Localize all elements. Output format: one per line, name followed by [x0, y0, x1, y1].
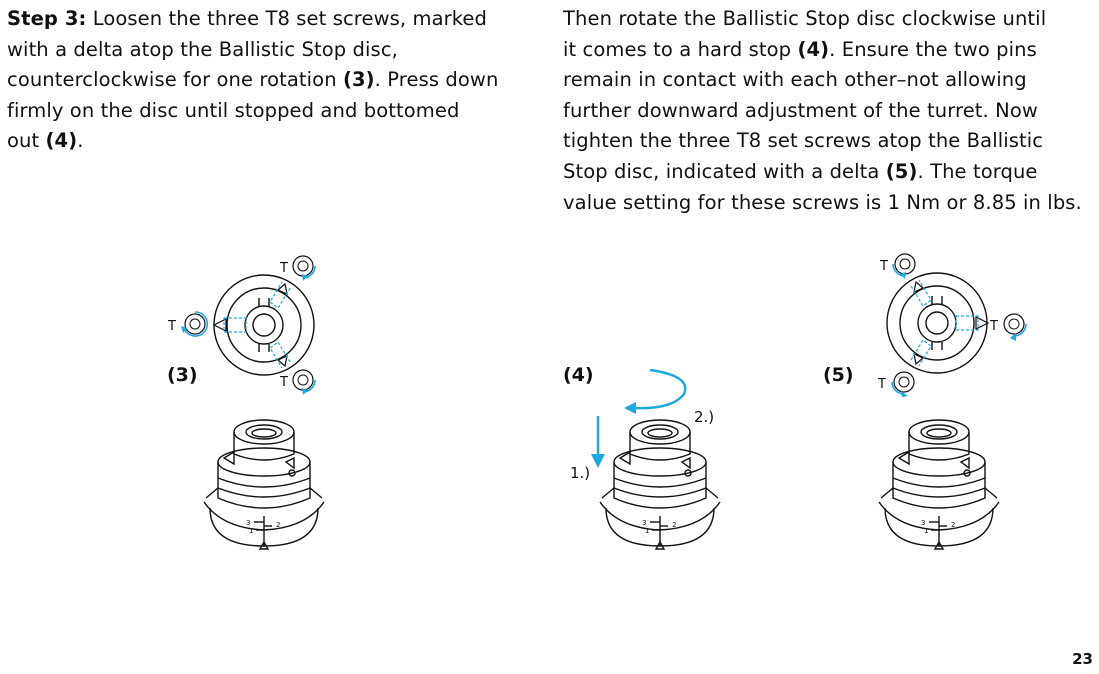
step-3-text-right: Then rotate the Ballistic Stop disc cloc… [563, 4, 1099, 218]
delta-bottom [276, 354, 288, 368]
text-span: out [7, 129, 46, 153]
scale-mark: 2 [672, 521, 676, 529]
disc-outer-ring [213, 274, 315, 376]
scale-mark: 3 [921, 519, 925, 527]
scale-mark: 1 [645, 527, 649, 535]
text-line: value setting for these screws is 1 Nm o… [563, 190, 1082, 214]
delta-bottom [913, 352, 925, 366]
delta-right [975, 316, 990, 330]
text-span: Stop disc, indicated with a delta [563, 159, 886, 183]
scale-mark: 2 [276, 521, 280, 529]
disc-outer-ring [886, 272, 988, 374]
figure-4-label: (4) [563, 364, 594, 386]
figure-4-arrows: 2.) 1.) [570, 368, 714, 482]
step-2-label: 2.) [694, 408, 714, 426]
torx-screw-top: T [879, 253, 916, 279]
rotate-arrow [631, 368, 687, 410]
text-line: remain in contact with each other–not al… [563, 68, 1027, 92]
delta-top [276, 282, 288, 296]
torx-letter: T [279, 375, 288, 390]
turret-side-view-left: 3 2 1 [203, 419, 325, 550]
turret-ring [244, 305, 284, 345]
figure-5-label: (5) [823, 364, 854, 386]
text-span: . Press down [374, 68, 499, 92]
ref-4: (4) [45, 129, 78, 153]
disc-inner-ring [226, 287, 302, 363]
torx-letter: T [279, 261, 288, 276]
text-line: with a delta atop the Ballistic Stop dis… [7, 37, 398, 61]
text-line: Then rotate the Ballistic Stop disc cloc… [563, 7, 1047, 30]
ref-5: (5) [885, 159, 918, 183]
scale-mark: 2 [951, 521, 955, 529]
ref-4: (4) [797, 37, 830, 61]
turret-side-view-middle: 3 2 1 [599, 419, 721, 550]
text-line: firmly on the disc until stopped and bot… [7, 98, 460, 122]
text-line: further downward adjustment of the turre… [563, 98, 1038, 122]
torx-letter: T [879, 259, 888, 274]
scale-mark: 1 [249, 527, 253, 535]
text-span: . The torque [917, 159, 1038, 183]
torx-screw-top: T [279, 255, 316, 281]
figure-3-top-view: T T T [167, 255, 316, 395]
torx-screw-left: T [167, 311, 209, 337]
step-label: Step 3: [7, 7, 87, 30]
figure-3-label: (3) [167, 364, 198, 386]
delta-top [913, 280, 925, 294]
text-span: counterclockwise for one rotation [7, 68, 343, 92]
text-span: . Ensure the two pins [829, 37, 1037, 61]
turret-ring [917, 303, 957, 343]
delta-left [212, 318, 227, 332]
disc-inner-ring [899, 285, 975, 361]
torx-letter: T [877, 377, 886, 392]
turret-hole [925, 311, 949, 335]
text-span: it comes to a hard stop [563, 37, 798, 61]
scale-mark: 3 [642, 519, 646, 527]
ref-3: (3) [342, 68, 375, 92]
step-3-text-left: Step 3: Loosen the three T8 set screws, … [7, 4, 527, 157]
scale-mark: 1 [924, 527, 928, 535]
text-span: . [77, 129, 84, 153]
page-number: 23 [1072, 650, 1093, 668]
figure-5-top-view: T T T [877, 253, 1027, 397]
torx-letter: T [167, 319, 176, 334]
text-span: Loosen the three T8 set screws, marked [86, 7, 488, 30]
turret-side-view-right: 3 2 1 [878, 419, 1000, 550]
turret-hole [252, 313, 276, 337]
step-1-label: 1.) [570, 464, 590, 482]
torx-screw-bottom: T [279, 369, 316, 395]
torx-screw-bottom: T [877, 371, 915, 397]
torx-letter: T [989, 319, 998, 334]
scale-mark: 3 [246, 519, 250, 527]
torx-screw-right: T [989, 313, 1027, 341]
text-line: tighten the three T8 set screws atop the… [563, 129, 1044, 153]
